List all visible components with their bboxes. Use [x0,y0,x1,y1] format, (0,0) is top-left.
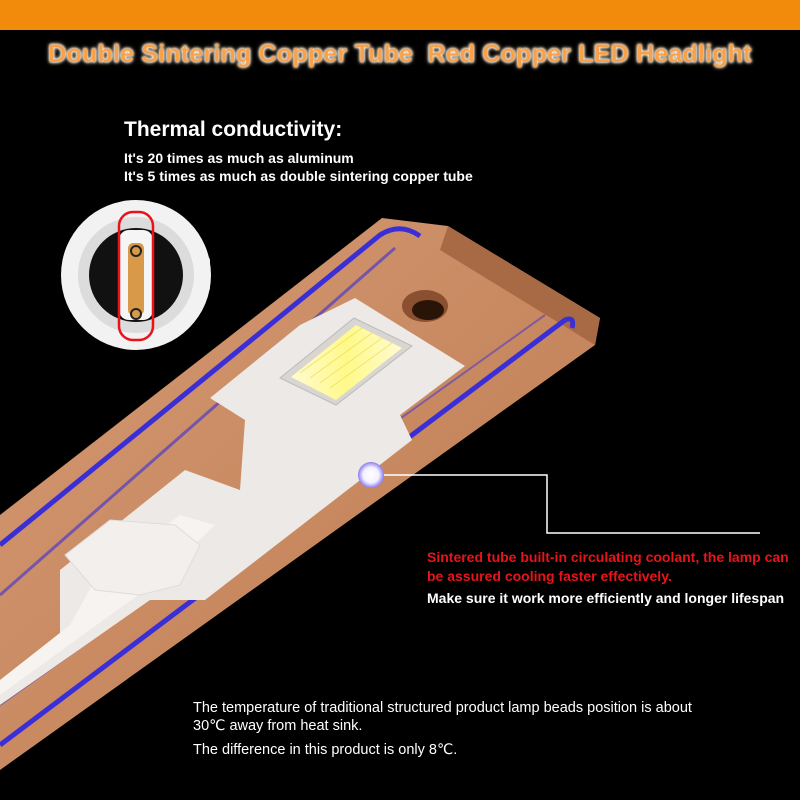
callout-leader-line [384,474,760,534]
top-banner-bar [0,0,800,30]
bulb-cross-section-icon [61,200,211,350]
thermal-line-copper: It's 5 times as much as double sintering… [124,168,473,184]
thermal-line-aluminum: It's 20 times as much as aluminum [124,150,354,166]
efficiency-callout: Make sure it work more efficiently and l… [427,590,785,606]
coolant-callout: Sintered tube built-in circulating coola… [427,549,789,584]
highlight-dot [358,462,384,488]
headline: Double Sintering Copper Tube Red Copper … [48,40,752,68]
thermal-title: Thermal conductivity: [124,118,343,141]
led-chip [279,317,413,406]
temperature-note-product: The difference in this product is only 8… [193,742,458,758]
circuit-board [0,298,465,705]
mounting-hole [402,290,448,322]
temperature-note-traditional: The temperature of traditional structure… [193,700,692,734]
